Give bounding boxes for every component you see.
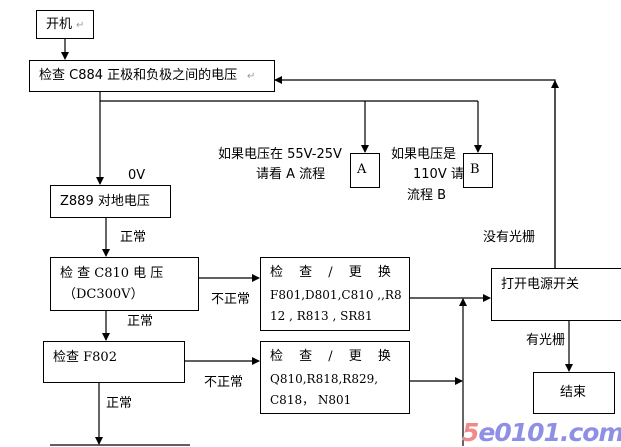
- node-replace-2-line1: Q810,R818,R829,: [270, 372, 379, 386]
- node-check-c810-line1: 检 查 C810 电 压: [60, 266, 164, 281]
- node-z889: Z889 对地电压: [50, 185, 171, 218]
- node-box-a: A: [350, 153, 380, 188]
- label-normal-1: 正常: [120, 230, 147, 245]
- label-abnormal-2: 不正常: [204, 375, 244, 390]
- node-check-f802: 检查 F802: [43, 341, 185, 383]
- label-no-raster: 没有光栅: [483, 230, 536, 245]
- label-cond-b-line2: 110V 请: [413, 167, 464, 182]
- label-normal-2: 正常: [127, 314, 154, 329]
- node-replace-2-line2: C818， N801: [270, 393, 352, 407]
- node-replace-1-line1: F801,D801,C810 ,,R8: [270, 288, 402, 302]
- node-check-c810-line2: （DC300V）: [63, 287, 144, 302]
- label-normal-3: 正常: [106, 396, 133, 411]
- node-check-c884-label: 检查 C884 正极和负极之间的电压: [39, 68, 238, 83]
- label-has-raster: 有光栅: [526, 333, 566, 348]
- node-replace-1-title: 检 查 / 更 换: [270, 265, 397, 280]
- label-zero-v: 0V: [128, 168, 146, 183]
- node-replace-1: 检 查 / 更 换 F801,D801,C810 ,,R8 12 , R813 …: [260, 257, 410, 331]
- node-check-f802-label: 检查 F802: [53, 350, 117, 365]
- node-replace-1-line2: 12 , R813 , SR81: [270, 309, 373, 323]
- label-cond-a-line2: 请看 A 流程: [256, 167, 326, 182]
- paragraph-mark: ↵: [247, 71, 256, 82]
- label-cond-a-line1: 如果电压在 55V-25V: [218, 147, 342, 162]
- node-power-switch: 打开电源开关: [491, 268, 621, 321]
- label-cond-b-line1: 如果电压是: [391, 147, 457, 162]
- watermark-part2: e0101.com: [478, 418, 621, 447]
- watermark-part1: 5: [462, 418, 479, 447]
- watermark-logo: 5e0101.com: [462, 420, 621, 446]
- label-abnormal-1: 不正常: [211, 292, 251, 307]
- node-check-c884: 检查 C884 正极和负极之间的电压 ↵: [29, 60, 275, 92]
- node-end: 结束: [533, 372, 615, 414]
- node-end-label: 结束: [560, 385, 587, 400]
- node-box-b-label: B: [470, 162, 480, 177]
- node-box-b: B: [463, 153, 493, 188]
- node-check-c810: 检 查 C810 电 压 （DC300V）: [50, 257, 199, 311]
- node-power-switch-label: 打开电源开关: [501, 277, 580, 292]
- node-z889-label: Z889 对地电压: [60, 194, 150, 209]
- paragraph-mark: ↵: [76, 20, 85, 31]
- node-replace-2: 检 查 / 更 换 Q810,R818,R829, C818， N801: [260, 341, 410, 414]
- node-box-a-label: A: [357, 162, 367, 177]
- node-replace-2-title: 检 查 / 更 换: [270, 349, 397, 364]
- node-start: 开机↵: [36, 10, 94, 39]
- node-start-label: 开机: [46, 17, 73, 32]
- label-cond-b-line3: 流程 B: [407, 188, 447, 203]
